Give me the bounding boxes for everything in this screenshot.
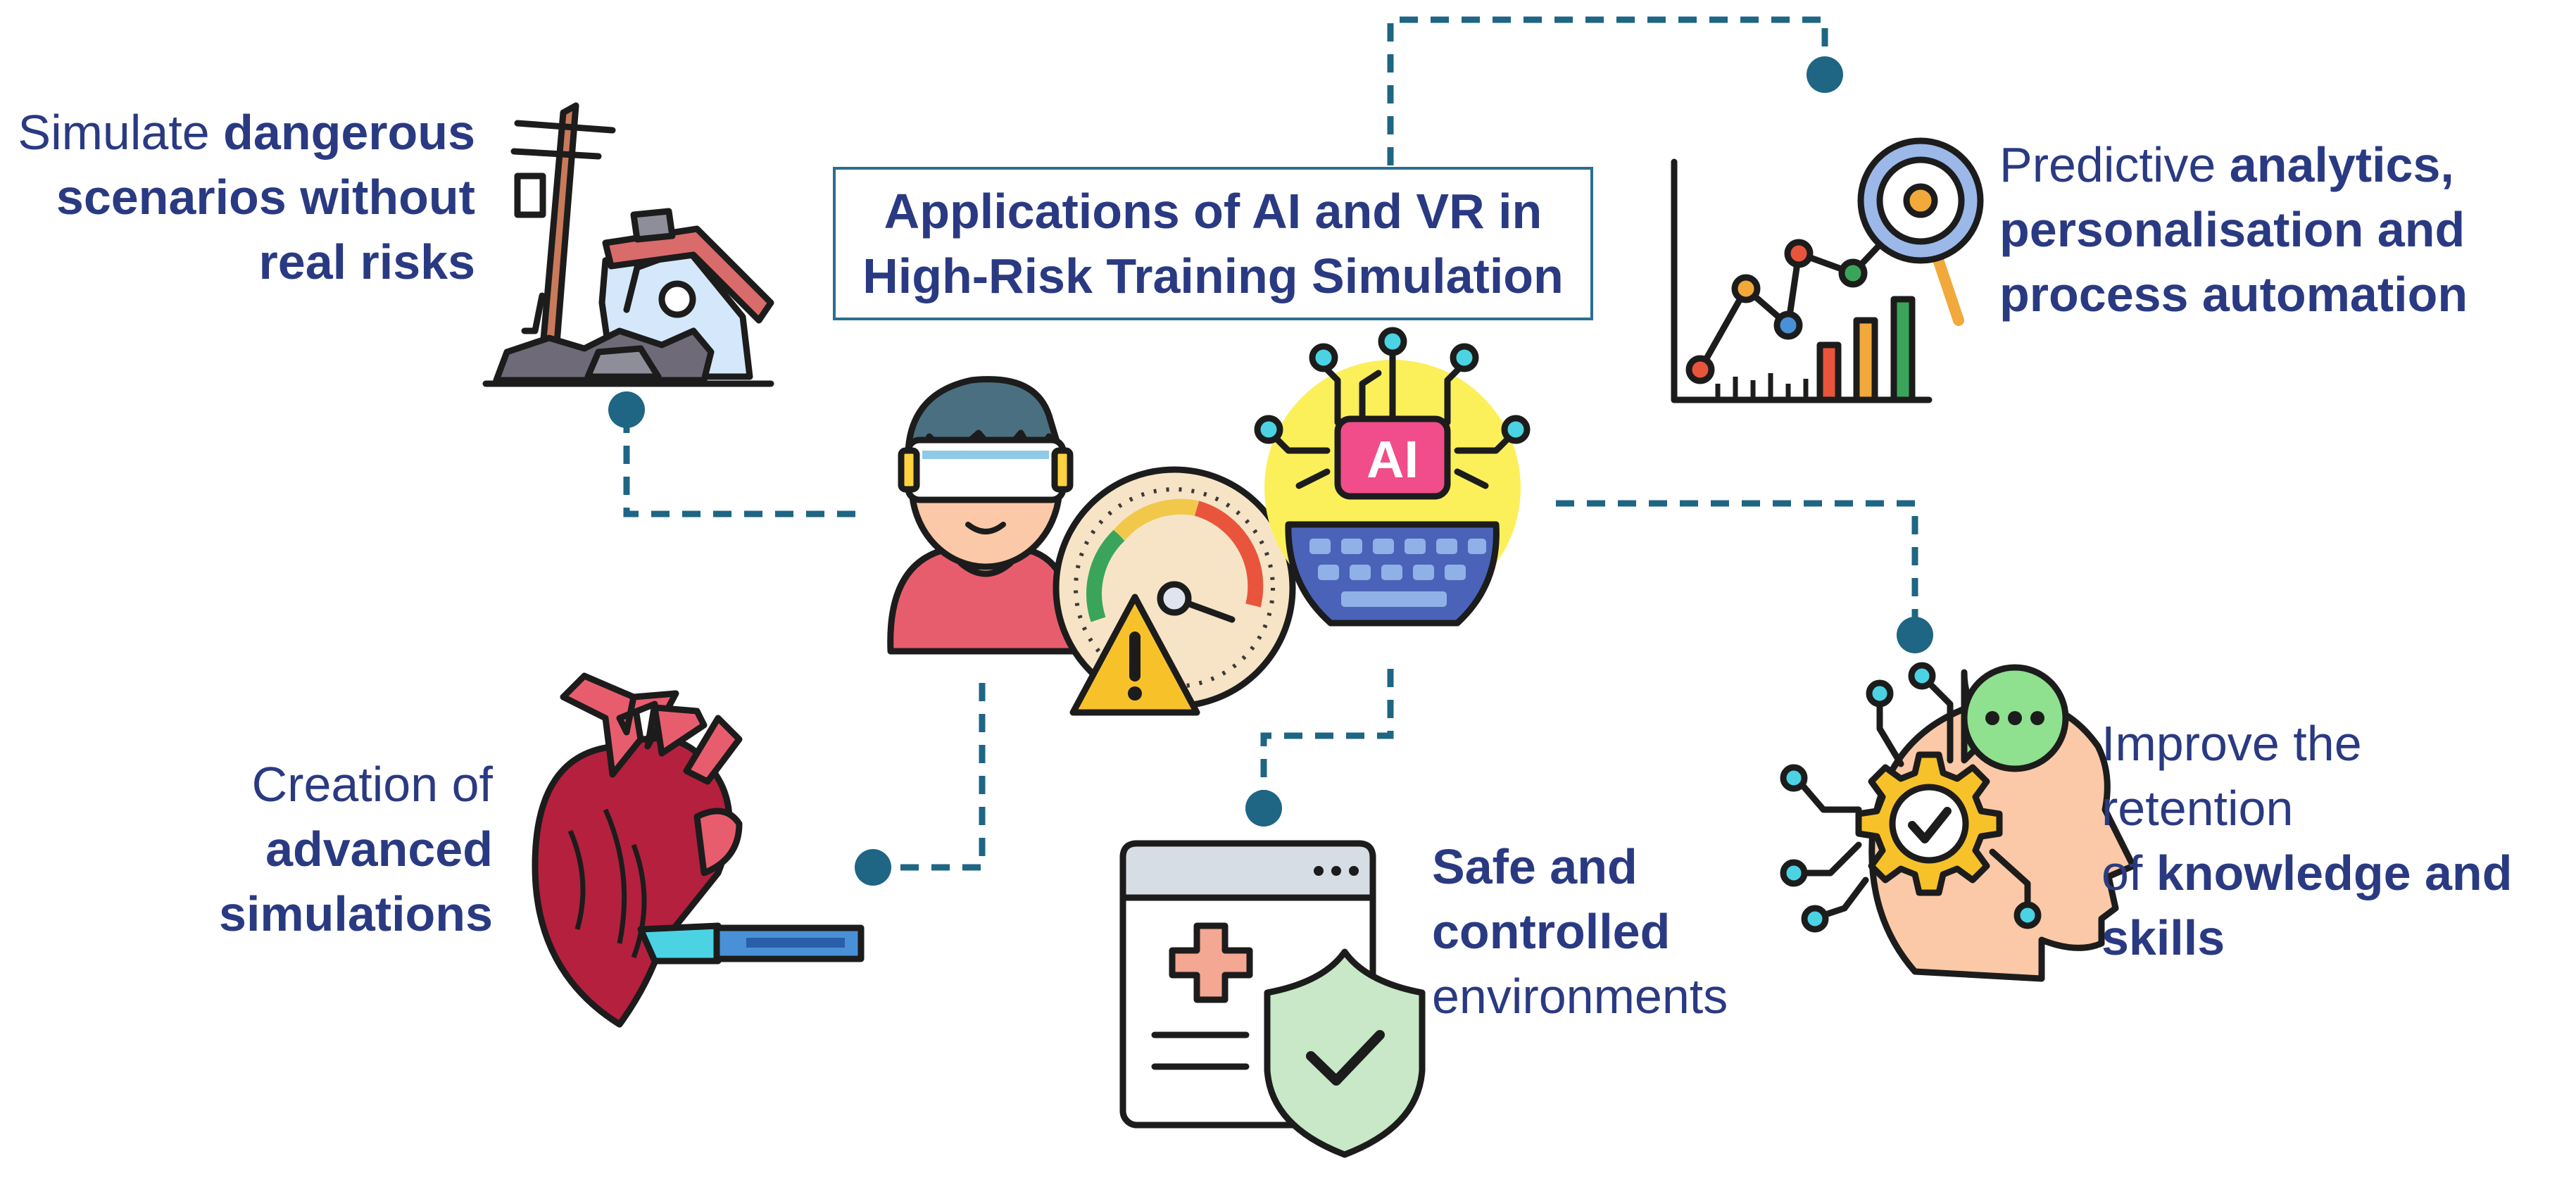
keyboard-icon xyxy=(1285,521,1500,627)
label-text-bold: knowledge and xyxy=(2156,846,2513,900)
label-text-bold: advanced xyxy=(265,822,493,877)
label-text-bold: controlled xyxy=(1432,904,1671,959)
label-text-bold: personalisation and xyxy=(1999,202,2465,257)
label-text: of xyxy=(2101,846,2156,900)
svg-text:AI: AI xyxy=(1366,430,1419,489)
label-text: Simulate xyxy=(18,105,224,160)
diagram-title-box: Applications of AI and VR in High-Risk T… xyxy=(833,167,1593,320)
line-bar-chart-icon xyxy=(1671,158,1933,403)
connector-top xyxy=(1387,16,1843,165)
label-text-bold: Safe and xyxy=(1432,839,1638,894)
connector-simulations xyxy=(855,683,986,886)
label-safe-environments: Safe and controlled environments xyxy=(1432,834,1798,1029)
label-text: environments xyxy=(1432,969,1728,1024)
label-text: Creation of xyxy=(251,757,493,812)
label-knowledge-retention: Improve the retention of knowledge and s… xyxy=(2101,711,2566,970)
house-ruin-icon xyxy=(482,102,774,387)
label-text-bold: simulations xyxy=(219,886,493,941)
label-text-bold: skills xyxy=(2101,910,2225,965)
head-gear-icon xyxy=(1780,662,2137,982)
anatomical-heart-icon xyxy=(532,672,865,1028)
connector-safe xyxy=(1245,669,1394,827)
connector-dangerous xyxy=(608,391,855,517)
label-advanced-simulations: Creation of advanced simulations xyxy=(183,752,493,946)
label-text-bold: scenarios without xyxy=(56,170,475,225)
warning-icon xyxy=(1069,594,1200,716)
label-text: Improve the retention xyxy=(2101,716,2362,836)
label-text-bold: real risks xyxy=(258,234,475,289)
label-text-bold: dangerous xyxy=(223,105,475,160)
vr-user-icon xyxy=(887,376,1077,655)
diagram-title-line1: Applications of AI and VR in xyxy=(884,184,1543,239)
connector-retention xyxy=(1556,500,1933,653)
label-text: Predictive xyxy=(1999,137,2230,192)
speech-bubble-icon xyxy=(1961,664,2069,772)
label-text-bold: analytics, xyxy=(2229,137,2454,192)
label-text-bold: process automation xyxy=(1999,267,2468,322)
diagram-title-line2: High-Risk Training Simulation xyxy=(862,249,1564,303)
shield-check-icon xyxy=(1264,948,1426,1158)
label-dangerous-scenarios: Simulate dangerous scenarios without rea… xyxy=(14,100,475,294)
magnifier-icon xyxy=(1857,137,1984,326)
label-predictive-analytics: Predictive analytics, personalisation an… xyxy=(1999,132,2549,327)
